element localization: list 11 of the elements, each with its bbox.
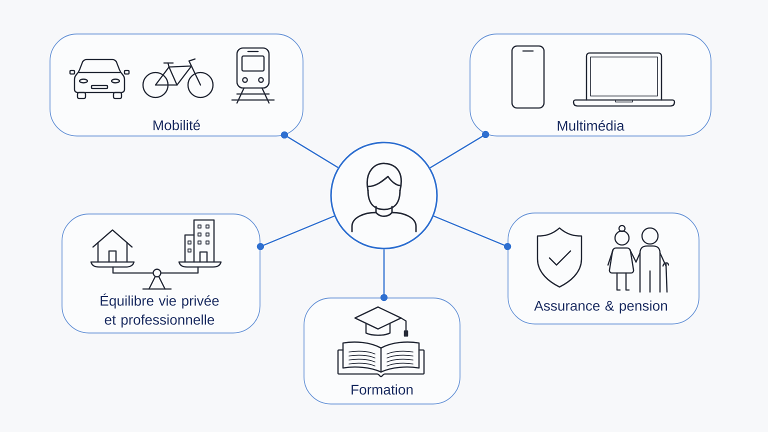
connector — [433, 215, 512, 250]
connector — [380, 249, 388, 302]
hub-circle — [330, 142, 438, 250]
connector — [430, 130, 490, 168]
connector — [256, 215, 335, 250]
connector — [280, 131, 338, 168]
category-box: Formation — [304, 298, 460, 404]
category-box: Équilibre vie privée et professionnelle — [62, 214, 260, 334]
category-box: Assurance & pension — [508, 212, 700, 324]
category-box: Mobilité — [50, 34, 304, 136]
category-box: Multimédia — [470, 34, 712, 136]
